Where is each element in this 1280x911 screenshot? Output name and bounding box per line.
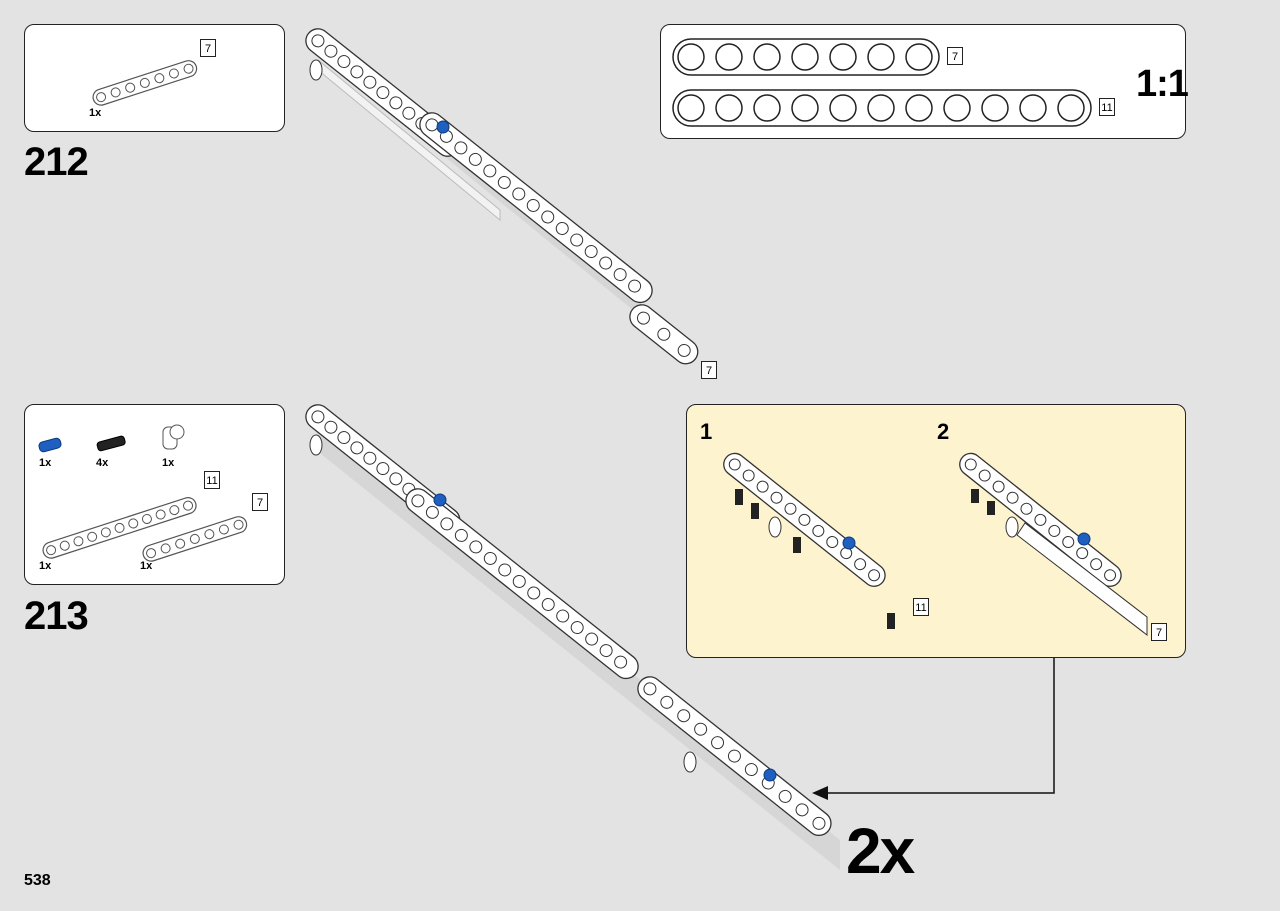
scale-length-11: 11 (1099, 98, 1115, 116)
substep-1-length-badge: 11 (913, 598, 929, 616)
length-badge: 7 (200, 39, 216, 57)
substep-art (723, 452, 1148, 637)
scale-length-7: 7 (947, 47, 963, 65)
part-qty: 1x (162, 457, 175, 469)
beam-7-end (629, 304, 699, 365)
step-number-213: 213 (24, 594, 89, 638)
black-pin-icon (971, 489, 995, 515)
substep-2-beam (959, 452, 1122, 587)
blue-pin-icon (38, 437, 62, 453)
part-qty: 1x (140, 560, 153, 572)
multiplier-label: 2x (846, 815, 915, 887)
substep-2-number: 2 (937, 419, 950, 444)
length-badge: 11 (204, 471, 220, 489)
beam-11-lower (637, 676, 832, 836)
black-pin-icon (96, 435, 126, 452)
scale-beam-11-icon (672, 89, 1092, 127)
scale-beam-7-icon (672, 38, 940, 76)
scale-label: 1:1 (1136, 63, 1189, 105)
part-qty: 1x (39, 560, 52, 572)
substep-1-beam (723, 452, 886, 587)
length-badge: 7 (252, 493, 268, 511)
page-number: 538 (24, 872, 51, 889)
step-212-parts-panel: 1x 7 (24, 24, 285, 132)
scale-reference-panel: 7 11 1:1 (660, 24, 1189, 139)
blue-pin-icon (763, 768, 777, 782)
beam-7-icon (92, 60, 198, 106)
blue-pin-icon (433, 493, 447, 507)
black-pin-icon (735, 489, 895, 629)
substep-callout: 1 2 11 7 (686, 404, 1186, 658)
callout-arrow (826, 657, 1055, 794)
pin-connector-icon (162, 424, 185, 450)
step-number-212: 212 (24, 140, 89, 184)
step-213-parts-panel: 1x 4x 1x 1x 1x 11 7 (24, 404, 285, 585)
beam-long-mid (419, 112, 653, 304)
part-qty: 4x (96, 457, 109, 469)
beam-7-icon (142, 516, 248, 562)
step-212-length-badge: 7 (701, 361, 717, 379)
beam-11-icon (42, 497, 197, 559)
blue-pin-icon (1077, 532, 1091, 546)
blue-pin-icon (436, 120, 450, 134)
part-qty: 1x (89, 107, 102, 119)
beam-long-center (405, 488, 639, 680)
step-213-parts-art (38, 424, 248, 562)
part-qty: 1x (39, 457, 52, 469)
blue-pin-icon (842, 536, 856, 550)
scale-beams (672, 38, 1092, 127)
substep-1-number: 1 (700, 419, 713, 444)
substep-2-length-badge: 7 (1151, 623, 1167, 641)
